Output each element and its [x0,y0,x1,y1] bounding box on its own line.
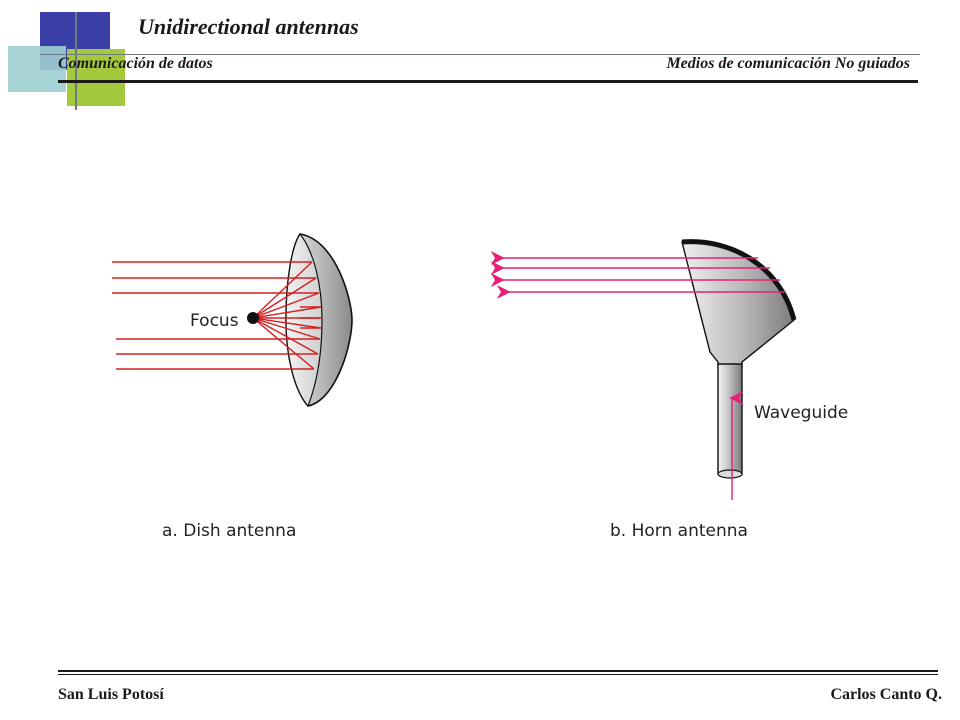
horn-flare [681,240,795,367]
horn-rim [681,239,797,321]
decor-vertical-line [75,12,77,110]
waveguide-label: Waveguide [754,403,848,423]
subtitle-right: Medios de comunicación No guiados [666,55,910,72]
slide-title: Unidirectional antennas [138,14,359,39]
focus-point [247,312,259,324]
focus-label: Focus [190,311,239,331]
decor-teal-square [8,46,66,92]
footer-author: Carlos Canto Q. [830,686,942,703]
subtitle-left: Comunicación de datos [58,55,213,72]
header-rule [40,54,920,55]
header-double-rule [58,80,918,83]
horn-rays [490,251,786,500]
dish-antenna [285,232,353,408]
waveguide-tube [717,363,743,475]
caption-dish: a. Dish antenna [162,521,296,541]
caption-horn: b. Horn antenna [610,521,748,541]
footer-location: San Luis Potosí [58,686,164,703]
horn-antenna [681,239,797,479]
footer-double-rule [58,670,938,675]
waveguide-opening [717,469,743,479]
dish-rays [112,261,322,370]
